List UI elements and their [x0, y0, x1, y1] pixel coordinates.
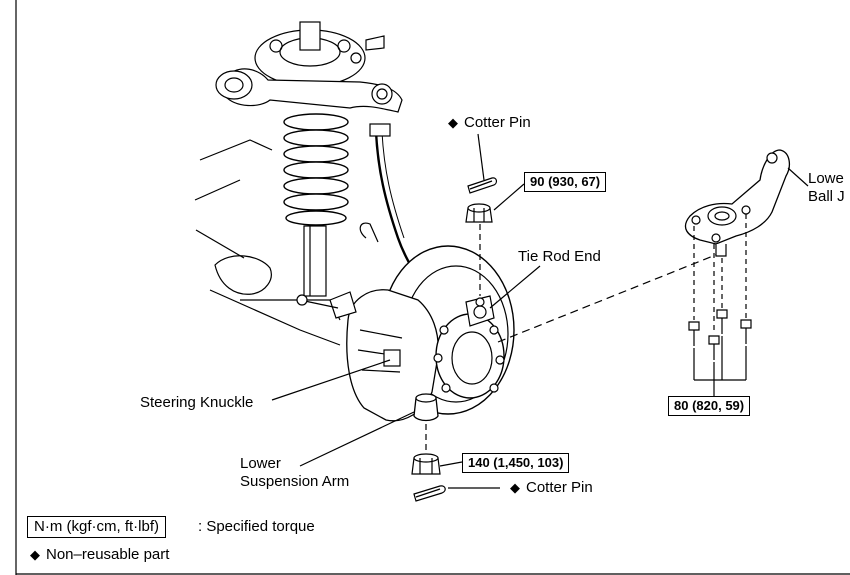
lower-ball-joint-part [684, 149, 791, 257]
label-lower-suspension-arm-line1: Lower [240, 455, 281, 472]
brake-hose [359, 123, 414, 271]
label-lower-suspension-arm-line2: Suspension Arm [240, 473, 350, 490]
coil-spring [283, 113, 349, 226]
legend-unit-box: N·m (kgf·cm, ft·lbf) [27, 516, 166, 538]
torque-box-tie-rod: 90 (930, 67) [524, 172, 607, 192]
castle-nut-top-part [465, 203, 493, 223]
leader-lower-arm [299, 411, 415, 467]
cotter-pin-bottom-part [413, 485, 446, 502]
bolt-bracket [693, 336, 747, 396]
chassis-frame [194, 139, 341, 346]
leader-steering-knuckle [271, 359, 391, 401]
strut-top-mount [254, 21, 385, 87]
torque-box-ball-joint: 80 (820, 59) [668, 396, 751, 416]
label-cotter-pin-top: ◆Cotter Pin [448, 114, 531, 131]
label-lower-ball-joint-line2: Ball J [808, 188, 845, 205]
torque-box-lower-arm: 140 (1,450, 103) [462, 453, 570, 473]
non-reusable-diamond-icon: ◆ [448, 115, 458, 130]
ball-joint-bolts [688, 309, 752, 360]
legend-non-reusable: ◆Non–reusable part [30, 546, 170, 563]
label-tie-rod-end: Tie Rod End [518, 248, 601, 265]
cotter-pin-top-part [467, 177, 498, 194]
upper-control-arm [215, 68, 403, 113]
leader-torque-bottom [439, 461, 463, 467]
legend-unit-description: : Specified torque [198, 518, 315, 535]
steering-knuckle-body [296, 289, 439, 422]
label-lower-ball-joint-line1: Lowe [808, 170, 844, 187]
shock-absorber [303, 225, 327, 297]
leader-ball-joint [787, 167, 809, 187]
wheel-hub [433, 313, 505, 399]
leader-tie-rod [489, 265, 541, 309]
lower-arm-boss [413, 393, 439, 422]
label-lower-ball-joint: Lowe Ball J [808, 170, 850, 210]
non-reusable-diamond-icon: ◆ [30, 547, 40, 562]
non-reusable-diamond-icon: ◆ [510, 480, 520, 495]
label-steering-knuckle: Steering Knuckle [140, 394, 254, 411]
leader-cotter-top [477, 133, 485, 181]
axis-ball-joint [497, 253, 719, 343]
leader-torque-top [493, 183, 525, 211]
label-cotter-pin-bottom: ◆Cotter Pin [510, 479, 593, 496]
castle-nut-bottom-part [411, 453, 441, 475]
tie-rod-arm [465, 295, 495, 327]
